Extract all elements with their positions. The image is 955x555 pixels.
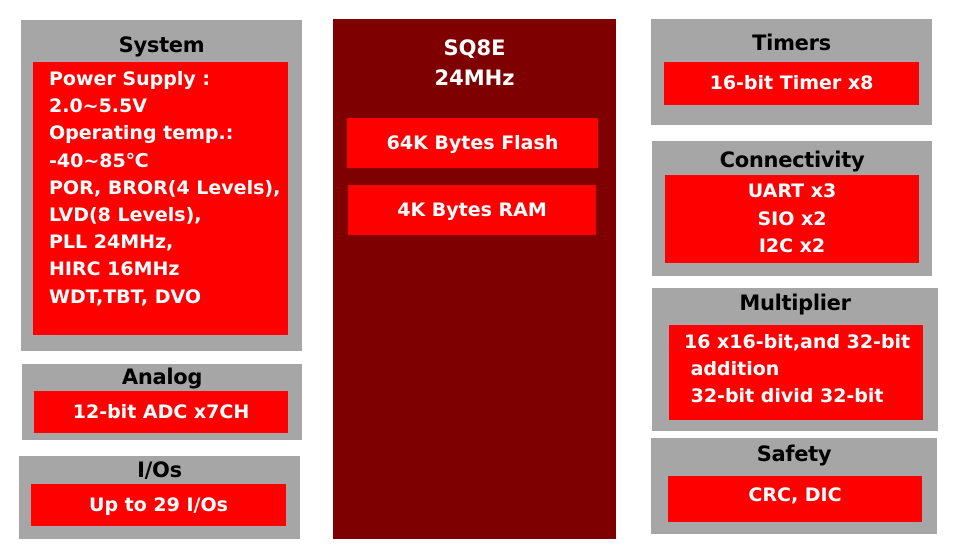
core-block: SQ8E 24MHz 64K Bytes Flash 4K Bytes RAM (333, 19, 616, 539)
system-line: WDT,TBT, DVO (49, 285, 202, 308)
connectivity-panel: Connectivity UART x3 SIO x2 I2C x2 (652, 141, 932, 276)
multiplier-panel: Multiplier 16 x16-bit,and 32-bit additio… (652, 288, 938, 431)
system-panel: System Power Supply : 2.0~5.5V Operating… (21, 20, 302, 351)
multiplier-features: 16 x16-bit,and 32-bit addition 32-bit di… (669, 325, 923, 420)
connectivity-title: Connectivity (719, 148, 865, 172)
analog-item: 12-bit ADC x7CH (72, 401, 250, 423)
analog-title: Analog (121, 365, 203, 389)
core-clock: 24MHz (434, 66, 515, 90)
ram-block: 4K Bytes RAM (348, 185, 596, 235)
ios-item: Up to 29 I/Os (89, 494, 228, 516)
flash-block: 64K Bytes Flash (347, 118, 598, 168)
system-line: 2.0~5.5V (49, 95, 147, 118)
ios-panel: I/Os Up to 29 I/Os (19, 456, 300, 539)
ios-title: I/Os (137, 458, 182, 482)
multiplier-line: addition (684, 358, 780, 380)
system-title: System (118, 33, 205, 57)
ios-feature: Up to 29 I/Os (31, 484, 286, 526)
system-line: POR, BROR(4 Levels), (49, 176, 281, 199)
safety-item: CRC, DIC (748, 484, 842, 506)
safety-title: Safety (756, 442, 832, 466)
system-line: PLL 24MHz, (49, 231, 174, 254)
flash-label: 64K Bytes Flash (386, 132, 559, 154)
safety-panel: Safety CRC, DIC (651, 438, 937, 534)
multiplier-line: 16 x16-bit,and 32-bit (684, 331, 911, 353)
multiplier-line: 32-bit divid 32-bit (684, 385, 884, 407)
core-name: SQ8E (443, 36, 506, 60)
timers-feature: 16-bit Timer x8 (664, 62, 919, 105)
timers-title: Timers (752, 31, 831, 55)
system-features: Power Supply : 2.0~5.5V Operating temp.:… (33, 62, 288, 335)
analog-panel: Analog 12-bit ADC x7CH (22, 364, 302, 440)
connectivity-line: I2C x2 (758, 235, 826, 257)
system-line: Operating temp.: (49, 122, 234, 145)
connectivity-line: UART x3 (747, 180, 837, 202)
connectivity-features: UART x3 SIO x2 I2C x2 (665, 175, 919, 263)
system-line: -40~85℃ (49, 149, 149, 172)
system-line: Power Supply : (49, 68, 210, 90)
safety-feature: CRC, DIC (668, 476, 922, 522)
system-line: HIRC 16MHz (49, 258, 180, 281)
system-line: LVD(8 Levels), (49, 204, 202, 227)
timers-item: 16-bit Timer x8 (709, 72, 874, 94)
ram-label: 4K Bytes RAM (397, 199, 547, 221)
analog-feature: 12-bit ADC x7CH (34, 391, 288, 433)
multiplier-title: Multiplier (739, 291, 851, 315)
connectivity-line: SIO x2 (757, 207, 827, 230)
timers-panel: Timers 16-bit Timer x8 (651, 19, 932, 125)
